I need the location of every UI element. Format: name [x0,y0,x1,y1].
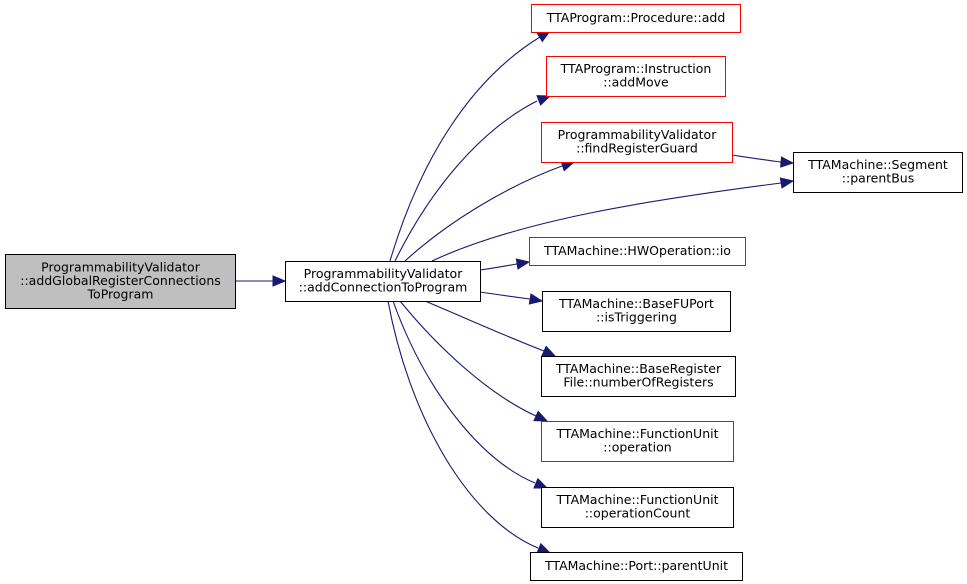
edge-line [399,300,537,417]
node-box [530,552,743,581]
node-box [5,254,236,309]
edge-line [424,300,545,352]
arrowhead-icon [780,156,795,168]
node-box [285,261,481,302]
node-label-line: ::addGlobalRegisterConnections [20,273,221,288]
arrowhead-icon [272,275,287,287]
edge-line [731,154,782,163]
node-baseFUPortIsTriggering[interactable]: TTAMachine::BaseFUPort::isTriggering [542,291,731,332]
node-addConnectionToProgram[interactable]: ProgrammabilityValidator::addConnectionT… [285,261,481,302]
edge-addConnectionToProgram-to-baseFUPortIsTriggering [479,291,544,305]
node-label-line: TTAMachine::BaseFUPort [558,296,714,311]
node-label-line: TTAMachine::Port::parentUnit [544,558,728,573]
edge-addConnectionToProgram-to-baseRegisterFileNumberOfRegisters [424,300,557,357]
node-label-line: ::isTriggering [596,310,677,325]
edge-findRegisterGuard-to-segmentParentBus [731,154,795,168]
edge-line [387,300,539,549]
edge-line [392,300,536,484]
node-procedureAdd[interactable]: TTAProgram::Procedure::add [531,4,741,33]
node-box [542,291,731,332]
node-box [541,356,736,397]
edge-addConnectionToProgram-to-functionUnitOperationCount [392,300,549,489]
node-label-line: ::parentBus [842,171,914,186]
edge-addConnectionToProgram-to-hwOperationIo [479,258,531,271]
edge-line [404,165,563,262]
node-baseRegisterFileNumberOfRegisters[interactable]: TTAMachine::BaseRegisterFile::numberOfRe… [541,356,736,397]
edge-addConnectionToProgram-to-segmentParentBus [431,177,795,262]
arrowhead-icon [536,542,552,554]
node-instructionAddMove[interactable]: TTAProgram::Instruction::addMove [546,56,726,97]
node-label-line: TTAMachine::FunctionUnit [556,426,719,441]
arrowhead-icon [536,95,552,106]
node-box [529,237,746,266]
node-label-line: TTAProgram::Procedure::add [546,10,726,25]
edge-addConnectionToProgram-to-functionUnitOperation [399,300,549,422]
node-box [541,122,733,163]
node-label-line: TTAMachine::Segment [807,157,948,172]
node-label-line: ToProgram [87,286,154,301]
edge-addConnectionToProgram-to-instructionAddMove [394,95,552,262]
arrowhead-icon [533,477,549,489]
node-box [793,152,963,193]
node-box [546,56,726,97]
edge-line [479,263,518,271]
arrowhead-icon [541,345,557,357]
node-functionUnitOperationCount[interactable]: TTAMachine::FunctionUnit::operationCount [541,487,734,528]
edge-line [394,100,538,262]
edge-line [431,182,782,262]
node-label-line: ::addMove [603,75,669,90]
node-portParentUnit[interactable]: TTAMachine::Port::parentUnit [530,552,743,581]
node-label-line: ProgrammabilityValidator [41,259,201,274]
arrowhead-icon [779,177,795,189]
node-label-line: TTAProgram::Instruction [560,61,712,76]
node-label-line: TTAMachine::HWOperation::io [543,243,731,258]
edge-line [389,36,541,262]
edge-root-to-addConnectionToProgram [235,275,287,287]
node-label-line: TTAMachine::BaseRegister [555,361,722,376]
arrowhead-icon [528,293,544,305]
node-box [541,421,734,462]
node-label-line: ProgrammabilityValidator [304,266,464,281]
node-findRegisterGuard[interactable]: ProgrammabilityValidator::findRegisterGu… [541,122,733,163]
edge-addConnectionToProgram-to-portParentUnit [387,300,552,554]
node-functionUnitOperation[interactable]: TTAMachine::FunctionUnit::operation [541,421,734,462]
edge-line [479,291,531,300]
node-box [541,487,734,528]
node-label-line: File::numberOfRegisters [563,375,713,390]
node-label-line: ::operationCount [585,506,691,521]
node-label-line: ::operation [603,440,671,455]
nodes-layer: ProgrammabilityValidator::addGlobalRegis… [5,4,963,581]
node-segmentParentBus[interactable]: TTAMachine::Segment::parentBus [793,152,963,193]
node-box [531,4,741,33]
arrowhead-icon [533,410,549,422]
node-hwOperationIo[interactable]: TTAMachine::HWOperation::io [529,237,746,266]
arrowhead-icon [515,258,531,270]
node-label-line: ::findRegisterGuard [576,141,698,156]
node-root[interactable]: ProgrammabilityValidator::addGlobalRegis… [5,254,236,309]
node-label-line: ::addConnectionToProgram [299,280,468,295]
node-label-line: TTAMachine::FunctionUnit [556,492,719,507]
node-label-line: ProgrammabilityValidator [558,127,718,142]
